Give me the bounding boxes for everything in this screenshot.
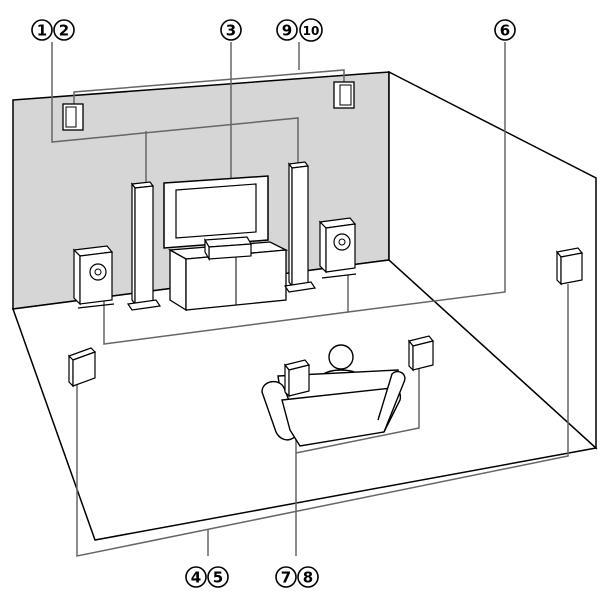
center-speaker <box>204 236 252 262</box>
front-high-speaker-right <box>333 81 355 109</box>
label-4: 4 <box>191 569 201 587</box>
label-6: 6 <box>500 22 510 40</box>
label-2: 2 <box>59 22 69 40</box>
leader-surround <box>76 284 569 557</box>
right-wall <box>388 70 597 450</box>
subwoofer-right <box>318 217 357 279</box>
label-1: 1 <box>37 22 47 40</box>
label-surround: 4 5 <box>185 566 229 588</box>
surround-back-speaker-left <box>283 359 311 398</box>
front-right-speaker <box>283 161 317 293</box>
label-10: 10 <box>303 24 320 38</box>
television <box>163 175 269 249</box>
label-surround-back: 7 8 <box>275 566 319 588</box>
leader-subwoofer <box>347 42 506 313</box>
surround-speaker-left <box>67 347 97 388</box>
label-9: 9 <box>282 22 292 40</box>
label-front-high: 9 10 <box>276 18 323 42</box>
surround-speaker-right <box>555 247 584 286</box>
label-7: 7 <box>281 569 291 587</box>
front-left-speaker <box>126 181 162 311</box>
leader-lines <box>51 42 569 557</box>
label-front-lr: 1 2 <box>31 19 75 41</box>
label-subwoofer: 6 <box>494 19 516 41</box>
label-5: 5 <box>213 569 223 587</box>
front-high-speaker-left <box>62 103 84 131</box>
leader-front-lr <box>51 42 299 168</box>
subwoofer-left <box>72 245 115 309</box>
surround-back-speaker-right <box>407 335 435 372</box>
label-8: 8 <box>303 569 313 587</box>
label-center: 3 <box>220 19 242 41</box>
label-3: 3 <box>226 22 236 40</box>
